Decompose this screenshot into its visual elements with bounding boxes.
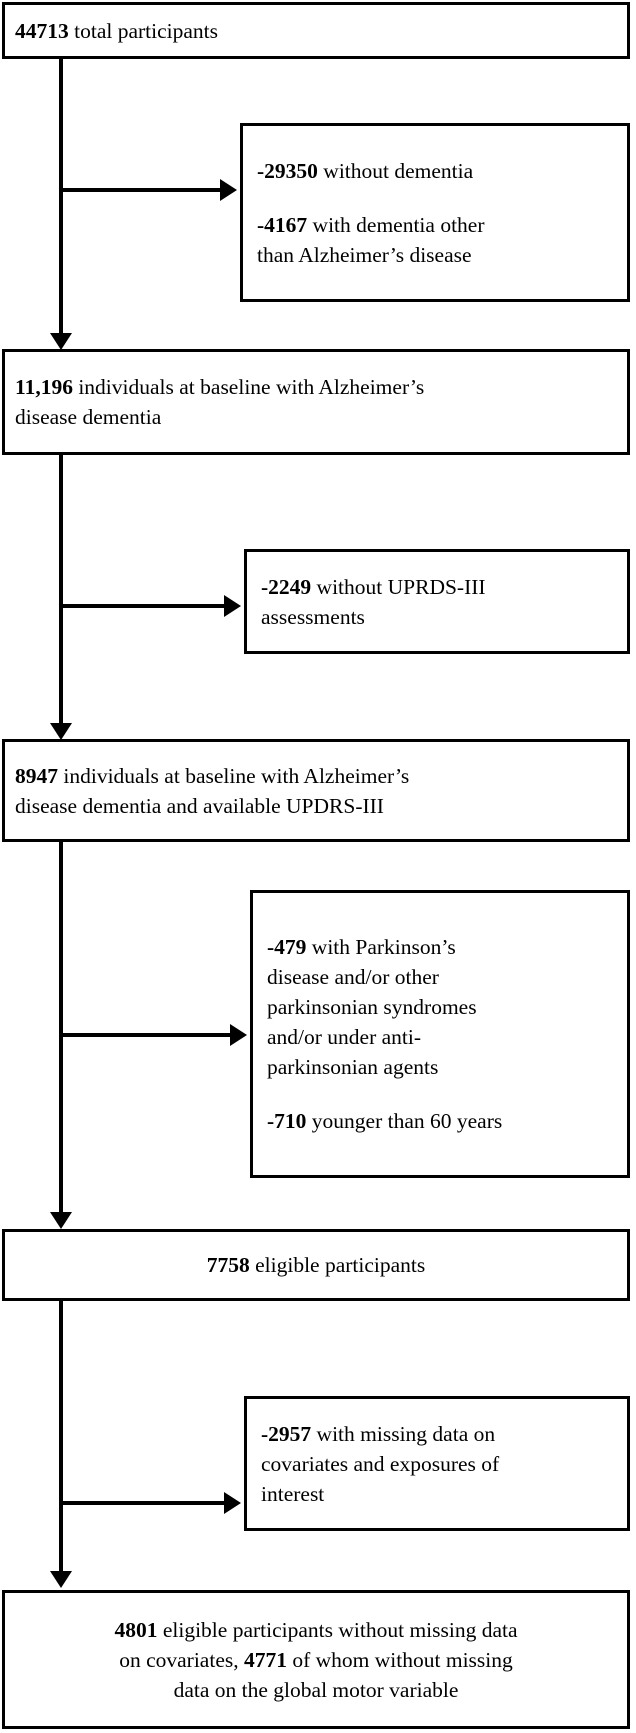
connector-line-vertical: [59, 59, 63, 335]
connector-line-horizontal: [59, 188, 222, 192]
count-label: individuals at baseline with Alzheimer’s: [58, 763, 410, 788]
box-line: data on the global motor variable: [15, 1675, 617, 1705]
arrow-right-icon: [220, 179, 237, 201]
count-label: parkinsonian agents: [267, 1055, 439, 1079]
flow-box-final-analytic-sample: 4801 eligible participants without missi…: [2, 1590, 630, 1729]
count-label: disease and/or other: [267, 965, 439, 989]
count-label: without dementia: [317, 158, 474, 183]
count-label: assessments: [261, 604, 365, 629]
count-label: interest: [261, 1481, 325, 1506]
count-value: -479: [267, 935, 307, 959]
count-label: and/or under anti-: [267, 1025, 422, 1049]
count-label: total participants: [68, 18, 219, 43]
box-paragraph: 8947 individuals at baseline with Alzhei…: [15, 761, 617, 821]
count-label: eligible participants: [249, 1253, 426, 1277]
flow-box-baseline-ad-dementia: 11,196 individuals at baseline with Alzh…: [2, 349, 630, 455]
box-line: on covariates, 4771 of whom without miss…: [15, 1645, 617, 1675]
arrow-down-icon: [50, 1571, 72, 1588]
box-line: assessments: [261, 602, 613, 632]
exclusion-box-dementia: -29350 without dementia -4167 with dement…: [240, 123, 630, 302]
box-line: -4167 with dementia other: [257, 210, 613, 240]
box-line: parkinsonian syndromes: [267, 992, 613, 1022]
flow-box-total-participants: 44713 total participants: [2, 2, 630, 59]
count-label: without UPRDS-III: [311, 574, 486, 599]
arrow-right-icon: [224, 1492, 241, 1514]
box-line: parkinsonian agents: [267, 1052, 613, 1082]
count-label: than Alzheimer’s disease: [257, 242, 472, 267]
count-label: eligible participants without missing da…: [157, 1617, 518, 1642]
count-label: parkinsonian syndromes: [267, 995, 477, 1019]
exclusion-box-parkinsonism-age: -479 with Parkinson’s disease and/or othe…: [250, 890, 630, 1178]
count-label: disease dementia and available UPDRS-III: [15, 793, 384, 818]
box-line: covariates and exposures of: [261, 1449, 613, 1479]
box-line: than Alzheimer’s disease: [257, 240, 613, 270]
box-line: -2957 with missing data on: [261, 1419, 613, 1449]
count-value: -2957: [261, 1421, 312, 1446]
box-line: -2249 without UPRDS-III: [261, 572, 613, 602]
count-label: disease dementia: [15, 405, 162, 429]
count-value: 4771: [244, 1647, 287, 1672]
box-line: 4801 eligible participants without missi…: [15, 1615, 617, 1645]
arrow-right-icon: [224, 595, 241, 617]
count-value: 7758: [206, 1253, 250, 1277]
count-label: with dementia other: [307, 212, 485, 237]
box-line: 11,196 individuals at baseline with Alzh…: [15, 372, 617, 402]
connector-line-vertical: [59, 842, 63, 1215]
count-label: with missing data on: [311, 1421, 496, 1446]
count-value: 8947: [15, 763, 58, 788]
box-paragraph: 44713 total participants: [15, 16, 617, 46]
count-value: 4801: [114, 1617, 158, 1642]
box-line: -710 younger than 60 years: [267, 1106, 613, 1136]
connector-line-horizontal: [59, 604, 226, 608]
arrow-down-icon: [50, 1212, 72, 1229]
box-line: 8947 individuals at baseline with Alzhei…: [15, 761, 617, 791]
count-value: 11,196: [15, 375, 73, 399]
count-label: younger than 60 years: [306, 1109, 503, 1133]
count-value: -29350: [257, 158, 318, 183]
box-paragraph: 7758 eligible participants: [15, 1250, 617, 1280]
count-label: of whom without missing: [287, 1647, 513, 1672]
arrow-down-icon: [50, 333, 72, 350]
count-value: -4167: [257, 212, 308, 237]
arrow-down-icon: [50, 723, 72, 740]
box-paragraph: 4801 eligible participants without missi…: [15, 1615, 617, 1705]
connector-line-vertical: [59, 455, 63, 725]
box-line: interest: [261, 1479, 613, 1509]
box-line: disease dementia: [15, 402, 617, 432]
flow-box-eligible-participants: 7758 eligible participants: [2, 1229, 630, 1301]
box-paragraph: -29350 without dementia: [257, 156, 613, 186]
box-paragraph: -710 younger than 60 years: [267, 1106, 613, 1136]
count-value: -710: [267, 1109, 307, 1133]
box-line: -479 with Parkinson’s: [267, 932, 613, 962]
connector-line-vertical: [59, 1301, 63, 1573]
count-label: on covariates,: [119, 1647, 244, 1672]
connector-line-horizontal: [59, 1501, 226, 1505]
count-label: data on the global motor variable: [173, 1677, 459, 1702]
count-value: -2249: [261, 574, 312, 599]
box-line: -29350 without dementia: [257, 156, 613, 186]
count-label: with Parkinson’s: [306, 935, 456, 959]
arrow-right-icon: [230, 1024, 247, 1046]
box-line: disease and/or other: [267, 962, 613, 992]
box-line: disease dementia and available UPDRS-III: [15, 791, 617, 821]
count-value: 44713: [15, 18, 69, 43]
count-label: individuals at baseline with Alzheimer’s: [72, 375, 425, 399]
box-paragraph: -479 with Parkinson’s disease and/or othe…: [267, 932, 613, 1082]
count-label: covariates and exposures of: [261, 1451, 500, 1476]
box-paragraph: 11,196 individuals at baseline with Alzh…: [15, 372, 617, 432]
flow-box-baseline-ad-updrs: 8947 individuals at baseline with Alzhei…: [2, 739, 630, 842]
box-line: and/or under anti-: [267, 1022, 613, 1052]
box-line: 44713 total participants: [15, 16, 617, 46]
connector-line-horizontal: [59, 1033, 232, 1037]
box-line: 7758 eligible participants: [15, 1250, 617, 1280]
